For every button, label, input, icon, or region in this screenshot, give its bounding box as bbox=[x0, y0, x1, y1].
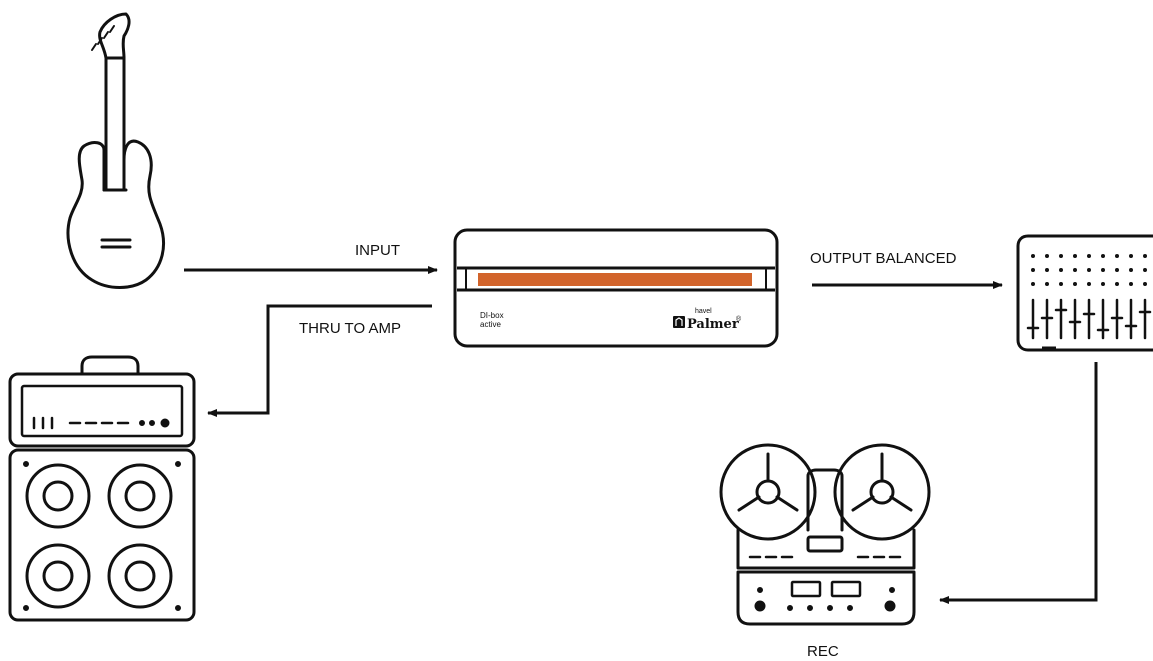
input-label: INPUT bbox=[355, 242, 400, 259]
di-box-icon: DI-box active havel Palmer ® bbox=[453, 228, 779, 348]
thru-label: THRU TO AMP bbox=[299, 320, 401, 337]
di-box-accent-stripe bbox=[478, 273, 752, 286]
rec-arrow bbox=[939, 362, 1098, 604]
brand-top-text: havel bbox=[695, 308, 712, 315]
guitar-amp-stack-icon bbox=[8, 355, 196, 622]
di-box-model-line1: DI-box bbox=[480, 311, 504, 320]
reel-to-reel-recorder-icon bbox=[719, 443, 931, 626]
palmer-logo-icon bbox=[673, 316, 685, 328]
thru-arrow bbox=[207, 304, 432, 417]
rec-label: REC bbox=[807, 643, 839, 660]
di-box-model-line2: active bbox=[480, 320, 501, 329]
electric-guitar-icon bbox=[66, 12, 165, 289]
brand-mark-text: ® bbox=[736, 315, 742, 323]
mixing-console-icon bbox=[1016, 234, 1153, 352]
output-label: OUTPUT BALANCED bbox=[810, 250, 957, 267]
brand-name-text: Palmer bbox=[687, 317, 739, 332]
